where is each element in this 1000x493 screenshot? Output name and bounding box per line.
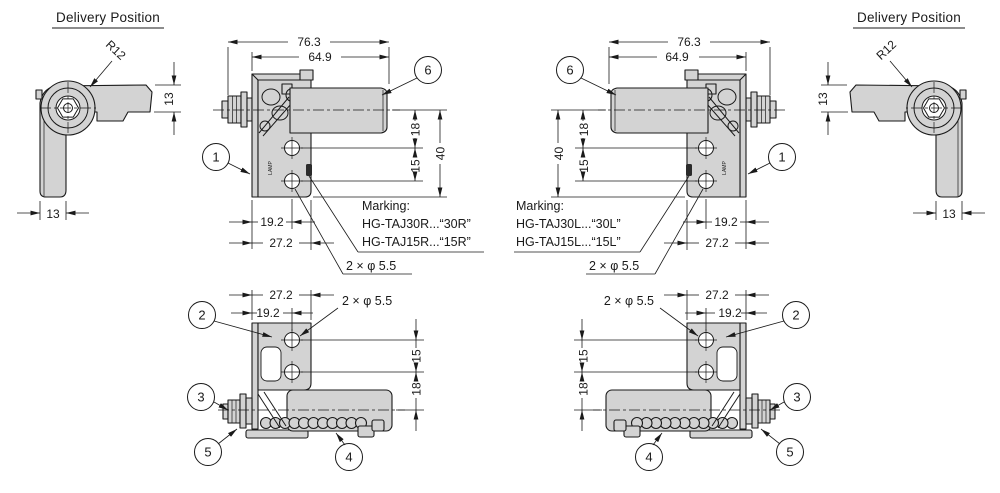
dim-15: 15 xyxy=(409,159,423,173)
marking-30l: HG-TAJ30L...“30L” xyxy=(516,217,621,231)
callout-5: 5 xyxy=(204,445,211,460)
marking-30r: HG-TAJ30R...“30R” xyxy=(362,217,471,231)
radius-label: R12 xyxy=(873,37,899,62)
side-view-drawing-mirrored xyxy=(821,61,985,220)
dim-overall: 76.3 xyxy=(297,35,321,49)
dim-18: 18 xyxy=(409,123,423,137)
callout-1: 1 xyxy=(212,150,219,165)
dim-15: 15 xyxy=(577,159,591,173)
dim-height: 13 xyxy=(816,92,830,106)
view-title: Delivery Position xyxy=(56,10,160,25)
dim-27-2: 27.2 xyxy=(705,236,729,250)
dim-18: 18 xyxy=(577,382,591,396)
brand-mark: LAMP xyxy=(268,161,274,175)
dim-height: 13 xyxy=(162,92,176,106)
side-view-drawing xyxy=(17,61,181,220)
view-delivery-position-left: Delivery Position R12 13 13 xyxy=(17,10,181,221)
marking-title: Marking: xyxy=(516,199,564,213)
dim-40: 40 xyxy=(434,147,448,161)
callout-3: 3 xyxy=(793,390,800,405)
callout-5: 5 xyxy=(786,445,793,460)
view-bottom-left-variant: 27.2 19.2 2 × φ 5.5 15 18 2 3 5 4 xyxy=(574,288,811,471)
dim-18: 18 xyxy=(410,382,424,396)
dim-19-2: 19.2 xyxy=(256,306,280,320)
marking-15l: HG-TAJ15L...“15L” xyxy=(516,235,621,249)
dim-overall: 76.3 xyxy=(677,35,701,49)
dim-arm: 64.9 xyxy=(665,50,689,64)
callout-2: 2 xyxy=(198,308,205,323)
callout-3: 3 xyxy=(197,390,204,405)
holes-label: 2 × φ 5.5 xyxy=(589,259,639,273)
dim-18: 18 xyxy=(577,123,591,137)
dim-19-2: 19.2 xyxy=(260,215,284,229)
bottom-view-drawing xyxy=(188,290,425,471)
dim-19-2: 19.2 xyxy=(714,215,738,229)
dim-27-2: 27.2 xyxy=(269,288,293,302)
radius-label: R12 xyxy=(103,37,129,62)
dim-15: 15 xyxy=(410,349,424,363)
dim-40: 40 xyxy=(552,147,566,161)
dim-19-2: 19.2 xyxy=(718,306,742,320)
brand-mark: LAMP xyxy=(722,161,728,175)
view-title: Delivery Position xyxy=(857,10,961,25)
view-bottom-right-variant: 27.2 19.2 2 × φ 5.5 15 18 2 3 5 4 xyxy=(188,288,425,471)
callout-2: 2 xyxy=(792,308,799,323)
marking-title: Marking: xyxy=(362,199,410,213)
holes-label: 2 × φ 5.5 xyxy=(342,294,392,308)
dim-width: 13 xyxy=(46,207,60,221)
dim-arm: 64.9 xyxy=(308,50,332,64)
holes-label: 2 × φ 5.5 xyxy=(346,259,396,273)
callout-6: 6 xyxy=(566,63,573,78)
dim-15: 15 xyxy=(577,349,591,363)
callout-4: 4 xyxy=(345,450,352,465)
dim-width: 13 xyxy=(942,207,956,221)
view-delivery-position-right: Delivery Position R12 13 13 xyxy=(816,10,985,221)
dim-27-2: 27.2 xyxy=(705,288,729,302)
holes-label: 2 × φ 5.5 xyxy=(604,294,654,308)
callout-6: 6 xyxy=(424,63,431,78)
callout-4: 4 xyxy=(645,450,652,465)
view-front-right-variant: 76.3 64.9 18 15 40 19.2 27.2 6 1 Marking… xyxy=(203,35,485,274)
view-front-left-variant: 76.3 64.9 18 15 40 19.2 27.2 6 1 Marking… xyxy=(514,35,796,274)
callout-1: 1 xyxy=(778,150,785,165)
dim-27-2: 27.2 xyxy=(269,236,293,250)
marking-15r: HG-TAJ15R...“15R” xyxy=(362,235,471,249)
bottom-view-drawing-mirrored xyxy=(574,290,811,471)
